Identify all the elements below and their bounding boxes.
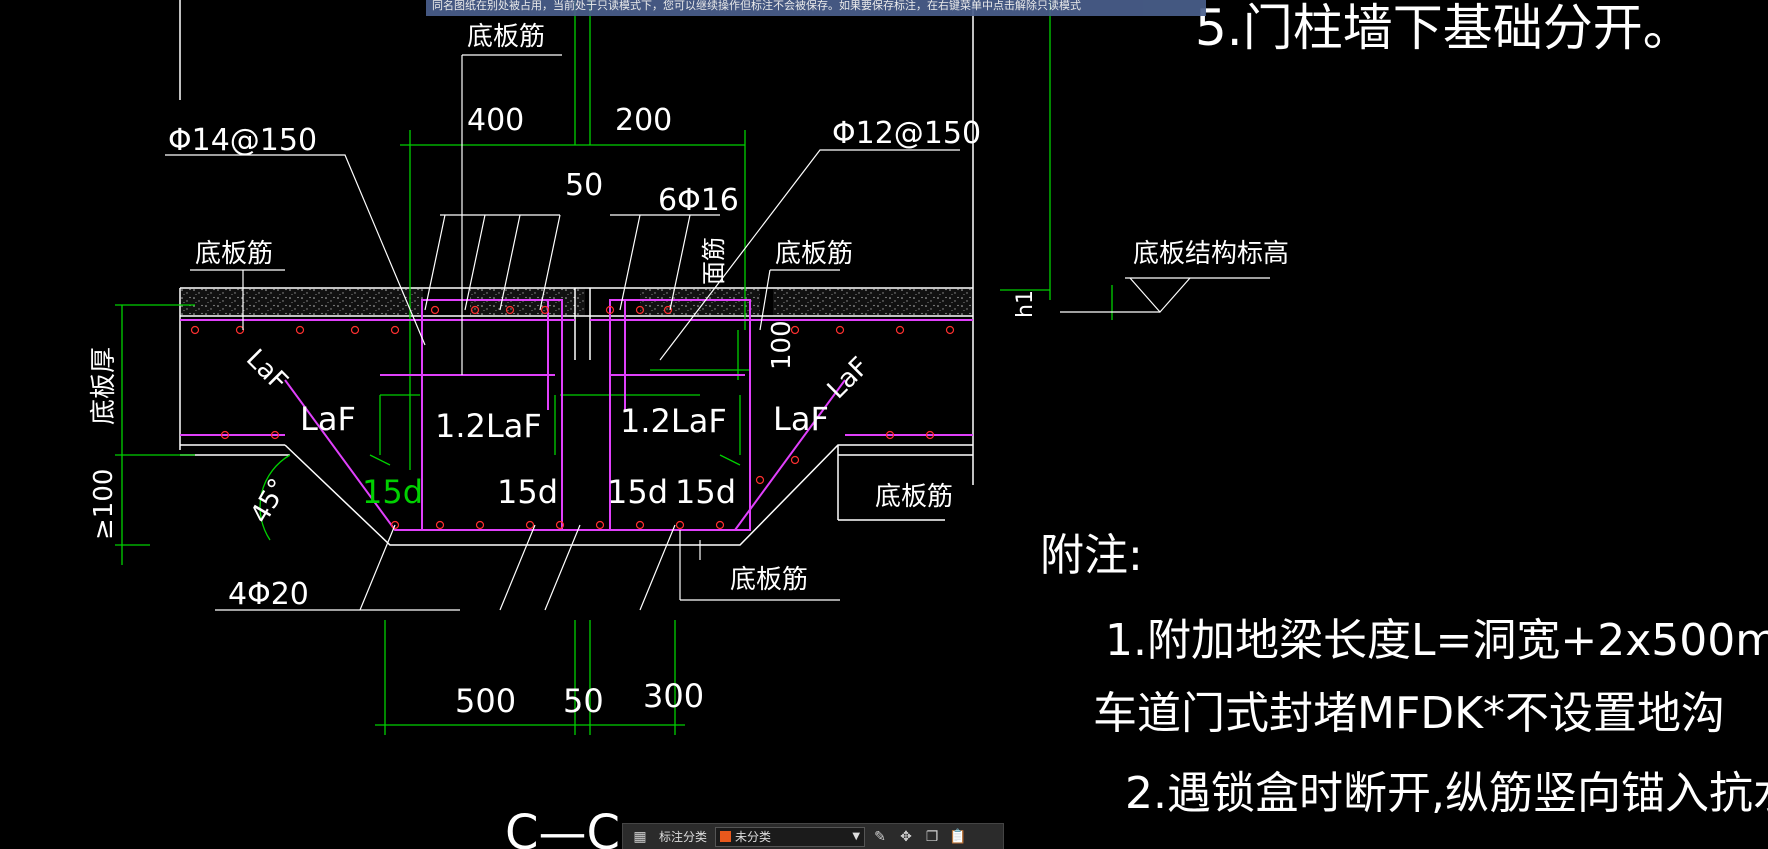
- category-color-swatch: [720, 831, 732, 842]
- rebar-middle-label: 6Φ16: [658, 183, 739, 218]
- category-select-value: 未分类: [735, 830, 772, 844]
- dim-400-label: 400: [467, 103, 524, 138]
- laf-left-diag-label: LaF: [240, 344, 293, 397]
- section-label: C—C: [505, 805, 620, 849]
- notes-line2: 车道门式封堵MFDK*不设置地沟: [1093, 688, 1725, 739]
- angle-label: 45°: [245, 474, 294, 529]
- laf-right-label: LaF: [773, 400, 829, 438]
- d15-1-label: 15d: [362, 473, 423, 511]
- drawing-labels: 5.门柱墙下基础分开。 Φ14@150 Φ12@150 6Φ16 4Φ20 40…: [89, 0, 1693, 849]
- rebar-dots: [190, 305, 955, 530]
- d15-3-label: 15d: [607, 473, 668, 511]
- leader-lines: [165, 54, 1270, 611]
- rebar-bottom-label: 4Φ20: [228, 577, 309, 612]
- bottom-rebar-right-label: 底板筋: [775, 239, 853, 269]
- min-100-label: ≥100: [89, 469, 119, 540]
- laf-right-diag-label: LaF: [822, 352, 875, 405]
- d15-2-label: 15d: [497, 473, 558, 511]
- readonly-banner: 同名图纸在别处被占用，当前处于只读模式下，您可以继续操作但标注不会被保存。如果要…: [426, 0, 1206, 16]
- category-select[interactable]: 未分类 ▼: [715, 826, 866, 847]
- laf-left-label: LaF: [300, 400, 356, 438]
- dim-300-label: 300: [643, 677, 704, 715]
- rebar-lines: [180, 299, 973, 531]
- dimension-lines: [115, 0, 1113, 735]
- toolbar-label: 标注分类: [659, 830, 708, 844]
- move-icon[interactable]: ✥: [900, 828, 912, 845]
- banner-text: 同名图纸在别处被占用，当前处于只读模式下，您可以继续操作但标注不会被保存。如果要…: [432, 0, 1081, 12]
- dim-100-label: 100: [767, 320, 797, 370]
- bottom-rebar-bottom-label: 底板筋: [730, 565, 808, 595]
- notes-line1: 1.附加地梁长度L=洞宽+2x500mm: [1105, 615, 1768, 666]
- dim-50-top-label: 50: [565, 168, 603, 203]
- gravel-layer: [180, 288, 973, 316]
- bottom-rebar-left-label: 底板筋: [195, 239, 273, 269]
- top-bars-label: 面筋: [700, 237, 728, 285]
- dim-200-label: 200: [615, 103, 672, 138]
- laf-12-right-label: 1.2LaF: [620, 402, 727, 440]
- rebar-top-right-label: Φ12@150: [832, 116, 981, 151]
- notes-heading: 附注:: [1040, 530, 1143, 581]
- bottom-rebar-lower-right-label: 底板筋: [875, 482, 953, 512]
- dim-50-bottom-label: 50: [563, 682, 604, 720]
- paste-icon[interactable]: 📋: [949, 828, 967, 845]
- edit-icon[interactable]: ✎: [874, 828, 886, 845]
- notes-block: 附注: 1.附加地梁长度L=洞宽+2x500mm 车道门式封堵MFDK*不设置地…: [1040, 530, 1768, 819]
- rebar-top-left-label: Φ14@150: [168, 123, 317, 158]
- d15-4-label: 15d: [675, 473, 736, 511]
- chevron-down-icon: ▼: [852, 831, 861, 842]
- copy-icon[interactable]: ❐: [925, 828, 939, 845]
- h1-label: h1: [1013, 290, 1038, 318]
- laf-12-left-label: 1.2LaF: [435, 407, 542, 445]
- annotation-toolbar: ▦ 标注分类 未分类 ▼ ✎ ✥ ❐ 📋: [622, 823, 1004, 849]
- slab-thickness-label: 底板厚: [89, 347, 119, 425]
- grid-icon[interactable]: ▦: [633, 828, 647, 845]
- dim-500-label: 500: [455, 682, 516, 720]
- title-fragment: 5.门柱墙下基础分开。: [1195, 0, 1693, 57]
- bottom-rebar-top-label: 底板筋: [467, 22, 545, 52]
- notes-line3: 2.遇锁盒时断开,纵筋竖向锚入抗水板内: [1125, 768, 1768, 819]
- structure-outline: [179, 0, 974, 546]
- slab-elevation-label: 底板结构标高: [1133, 239, 1289, 269]
